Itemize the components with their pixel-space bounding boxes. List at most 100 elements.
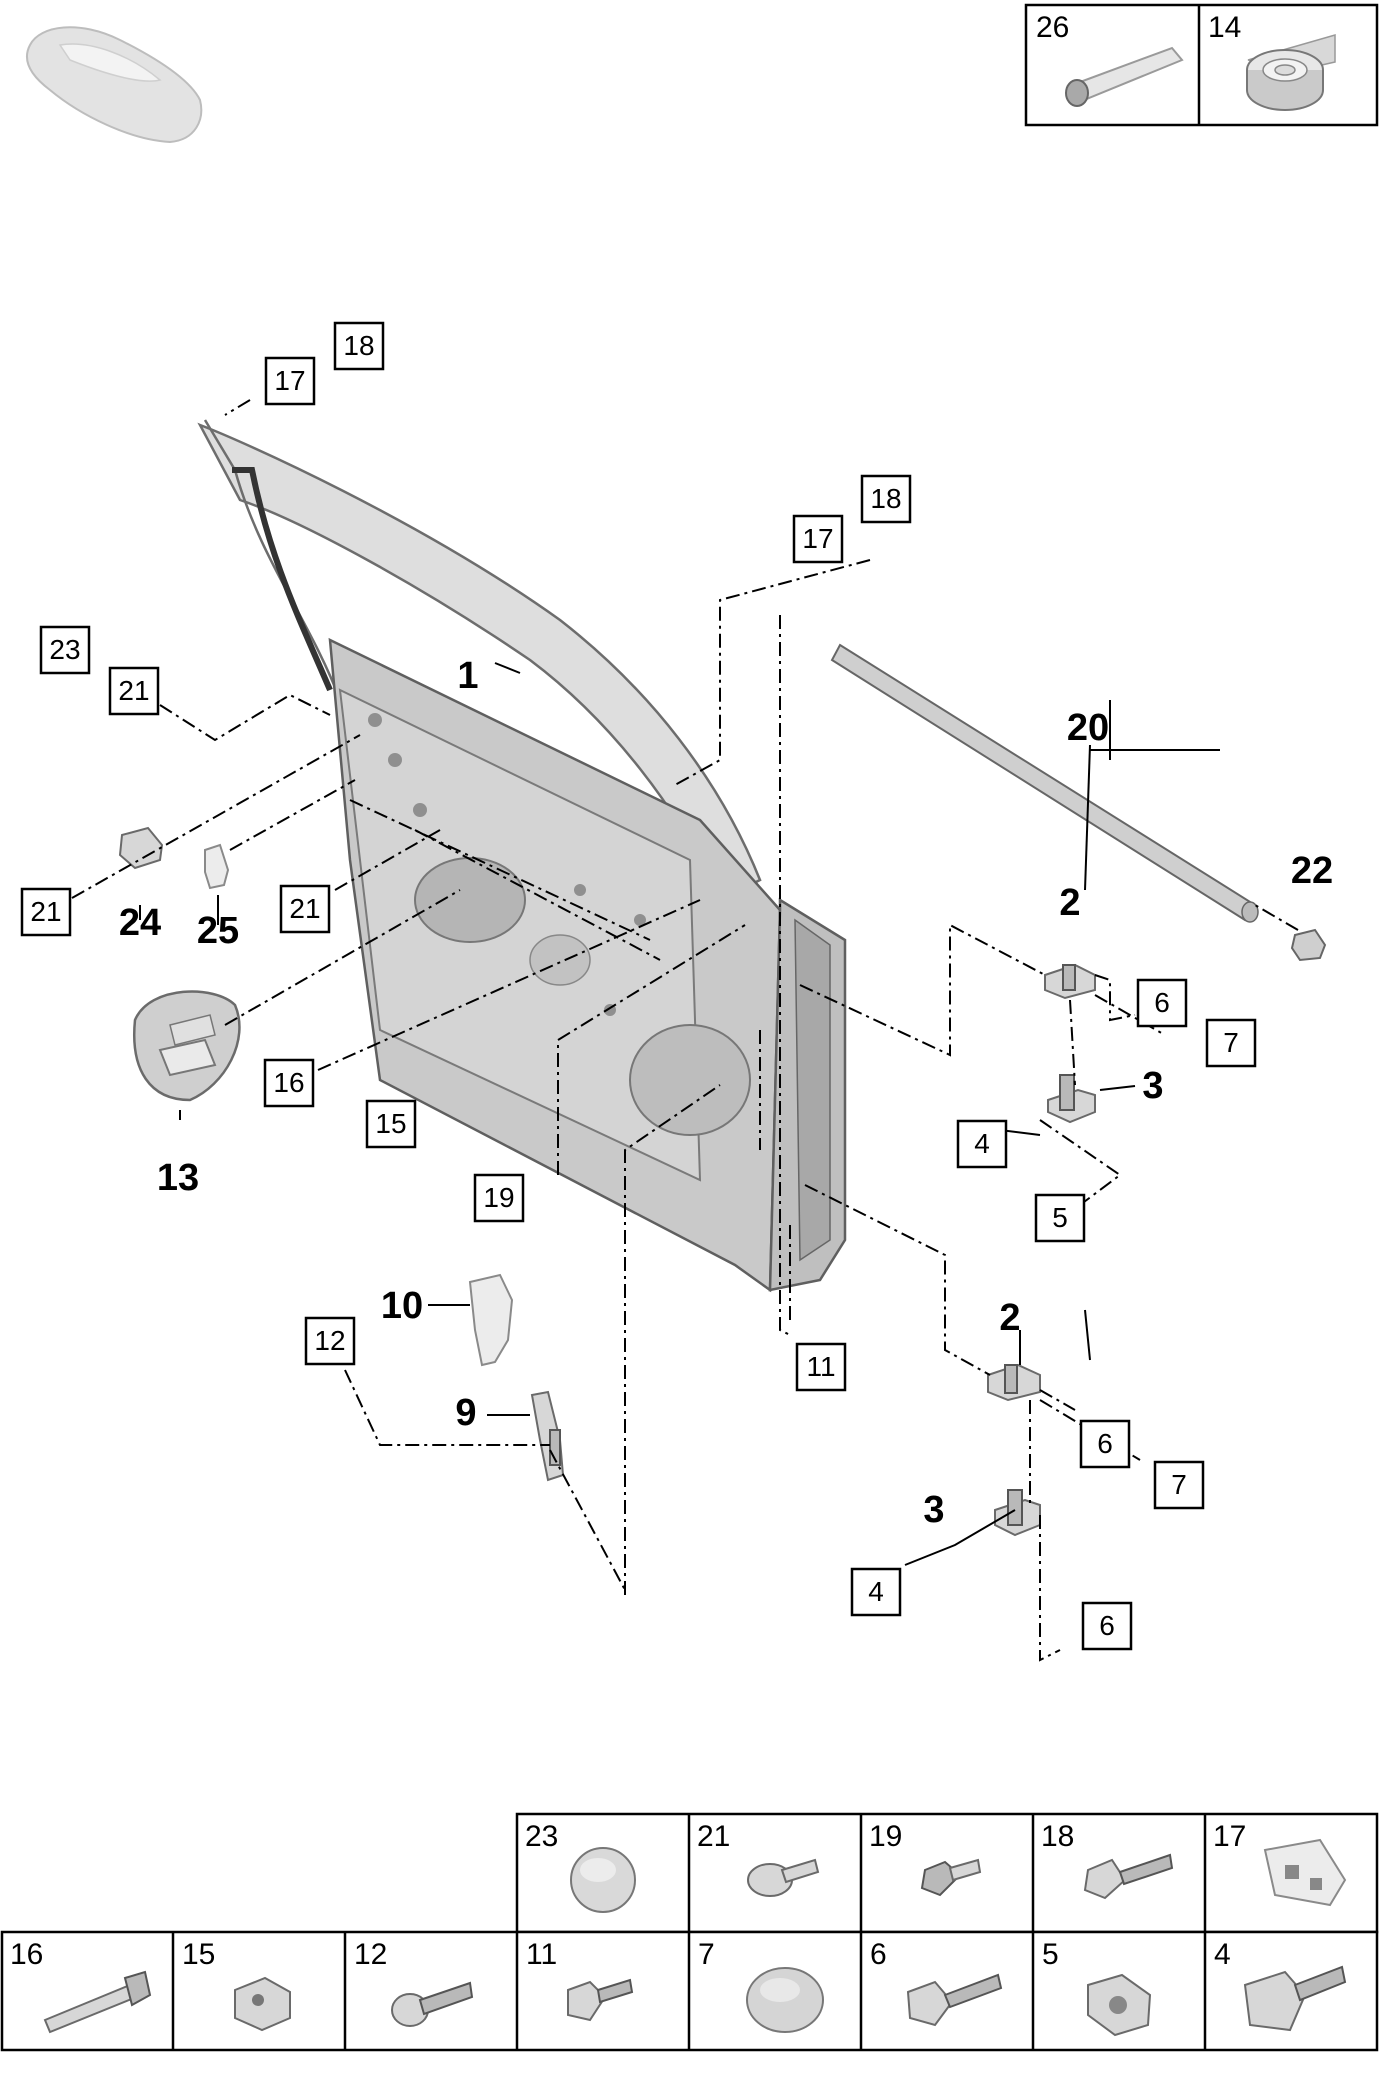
callout-12: 12 xyxy=(304,1316,356,1366)
screw-icon xyxy=(1083,1853,1174,1900)
nut-icon xyxy=(234,1976,291,2032)
door-cover-plug xyxy=(133,990,241,1102)
callout-13: 13 xyxy=(157,1157,199,1199)
clip-24 xyxy=(118,826,164,870)
lower-hinge-door-side xyxy=(987,1363,1041,1402)
leader-lines xyxy=(71,399,1299,1662)
callout-10: 10 xyxy=(381,1285,423,1327)
legend-label-12: 12 xyxy=(354,1938,387,1971)
callout-4-b: 4 xyxy=(850,1567,902,1617)
svg-text:23: 23 xyxy=(49,634,80,665)
upper-hinge-door-side xyxy=(1044,963,1096,1000)
car-thumbnail-icon xyxy=(25,26,203,144)
callout-18-b: 18 xyxy=(860,474,912,524)
upper-hinge-body-side xyxy=(1047,1074,1096,1124)
callout-3-b: 3 xyxy=(923,1489,944,1531)
callout-17-a: 17 xyxy=(264,356,316,406)
legend-label-11: 11 xyxy=(526,1938,557,1971)
svg-text:6: 6 xyxy=(1099,1610,1115,1641)
callout-19: 19 xyxy=(473,1173,525,1223)
callout-7-a: 7 xyxy=(1205,1018,1257,1068)
callout-2-b: 2 xyxy=(999,1297,1020,1339)
door-shell xyxy=(197,419,847,1293)
callout-21-a: 21 xyxy=(108,666,160,716)
callout-6-b: 6 xyxy=(1079,1419,1131,1469)
bold-callouts: 1 20 22 2 3 2 3 24 25 13 10 9 xyxy=(119,655,1333,1531)
clip-25 xyxy=(204,843,230,890)
legend-label-19: 19 xyxy=(869,1820,902,1853)
nut-icon xyxy=(1087,1973,1152,2037)
callout-6-a: 6 xyxy=(1136,978,1188,1028)
svg-text:17: 17 xyxy=(274,365,305,396)
svg-text:21: 21 xyxy=(289,893,320,924)
callout-18-a: 18 xyxy=(333,321,385,371)
lower-hinge-body-side xyxy=(994,1489,1041,1537)
clip-icon xyxy=(1263,1838,1347,1907)
legend-label-15: 15 xyxy=(182,1938,215,1971)
svg-text:5: 5 xyxy=(1052,1202,1068,1233)
svg-text:21: 21 xyxy=(118,675,149,706)
callout-1: 1 xyxy=(457,655,478,697)
legend-label-17: 17 xyxy=(1213,1820,1246,1853)
legend-label-21: 21 xyxy=(697,1820,730,1853)
legend-row-2: 16 15 12 11 7 6 5 4 xyxy=(0,1930,1379,2052)
kit-label-14: 14 xyxy=(1208,11,1241,44)
legend-label-18: 18 xyxy=(1041,1820,1074,1853)
svg-text:17: 17 xyxy=(802,523,833,554)
bolt-icon xyxy=(920,1858,982,1897)
callout-24: 24 xyxy=(119,902,161,944)
bolt-icon xyxy=(567,1978,634,2022)
svg-text:7: 7 xyxy=(1223,1027,1239,1058)
svg-text:6: 6 xyxy=(1097,1428,1113,1459)
callout-7-b: 7 xyxy=(1153,1460,1205,1510)
callout-20: 20 xyxy=(1067,707,1109,749)
svg-text:16: 16 xyxy=(273,1067,304,1098)
svg-text:4: 4 xyxy=(868,1576,884,1607)
callout-2-a: 2 xyxy=(1059,882,1080,924)
callout-9: 9 xyxy=(455,1392,476,1434)
callout-11: 11 xyxy=(795,1342,847,1392)
legend-row-1: 23 21 19 18 17 xyxy=(515,1812,1379,1934)
svg-text:21: 21 xyxy=(30,896,61,927)
svg-text:7: 7 xyxy=(1171,1469,1187,1500)
legend-label-23: 23 xyxy=(525,1820,558,1853)
bolt-icon xyxy=(747,1858,820,1897)
callout-17-b: 17 xyxy=(792,514,844,564)
bolt-icon xyxy=(906,1973,1003,2027)
svg-text:19: 19 xyxy=(483,1182,514,1213)
callout-25: 25 xyxy=(197,910,239,952)
svg-text:6: 6 xyxy=(1154,987,1170,1018)
door-check-cover xyxy=(468,1273,514,1367)
svg-text:18: 18 xyxy=(343,330,374,361)
callout-6-c: 6 xyxy=(1081,1601,1133,1651)
callout-3-a: 3 xyxy=(1142,1065,1163,1107)
adhesive-tape-roll-icon xyxy=(1246,34,1336,111)
svg-text:11: 11 xyxy=(806,1351,835,1382)
bolt-icon xyxy=(391,1981,474,2027)
callout-22: 22 xyxy=(1291,850,1333,892)
cap-icon xyxy=(570,1847,636,1913)
callout-5: 5 xyxy=(1034,1193,1086,1243)
callout-23: 23 xyxy=(39,625,91,675)
boxed-callouts: 18 17 18 17 23 21 21 21 16 15 19 12 11 6… xyxy=(20,321,1257,1651)
kit-label-26: 26 xyxy=(1036,11,1069,44)
door-check-strap xyxy=(530,1390,565,1482)
callout-15: 15 xyxy=(365,1099,417,1149)
legend-label-7: 7 xyxy=(698,1938,715,1971)
svg-text:15: 15 xyxy=(375,1108,406,1139)
legend-label-16: 16 xyxy=(10,1938,43,1971)
legend-label-5: 5 xyxy=(1042,1938,1059,1971)
legend-label-4: 4 xyxy=(1214,1938,1231,1971)
bolt-icon xyxy=(43,1970,152,2034)
legend-label-6: 6 xyxy=(870,1938,887,1971)
bolt-icon xyxy=(1243,1965,1347,2032)
callout-4-a: 4 xyxy=(956,1119,1008,1169)
cap-icon xyxy=(746,1967,824,2033)
callout-21-b: 21 xyxy=(20,887,72,937)
grease-tube-icon xyxy=(1065,46,1184,107)
svg-text:18: 18 xyxy=(870,483,901,514)
kit-box-top: 26 14 xyxy=(1024,3,1379,127)
callout-16: 16 xyxy=(263,1058,315,1108)
seal-end-cap xyxy=(1290,928,1327,962)
